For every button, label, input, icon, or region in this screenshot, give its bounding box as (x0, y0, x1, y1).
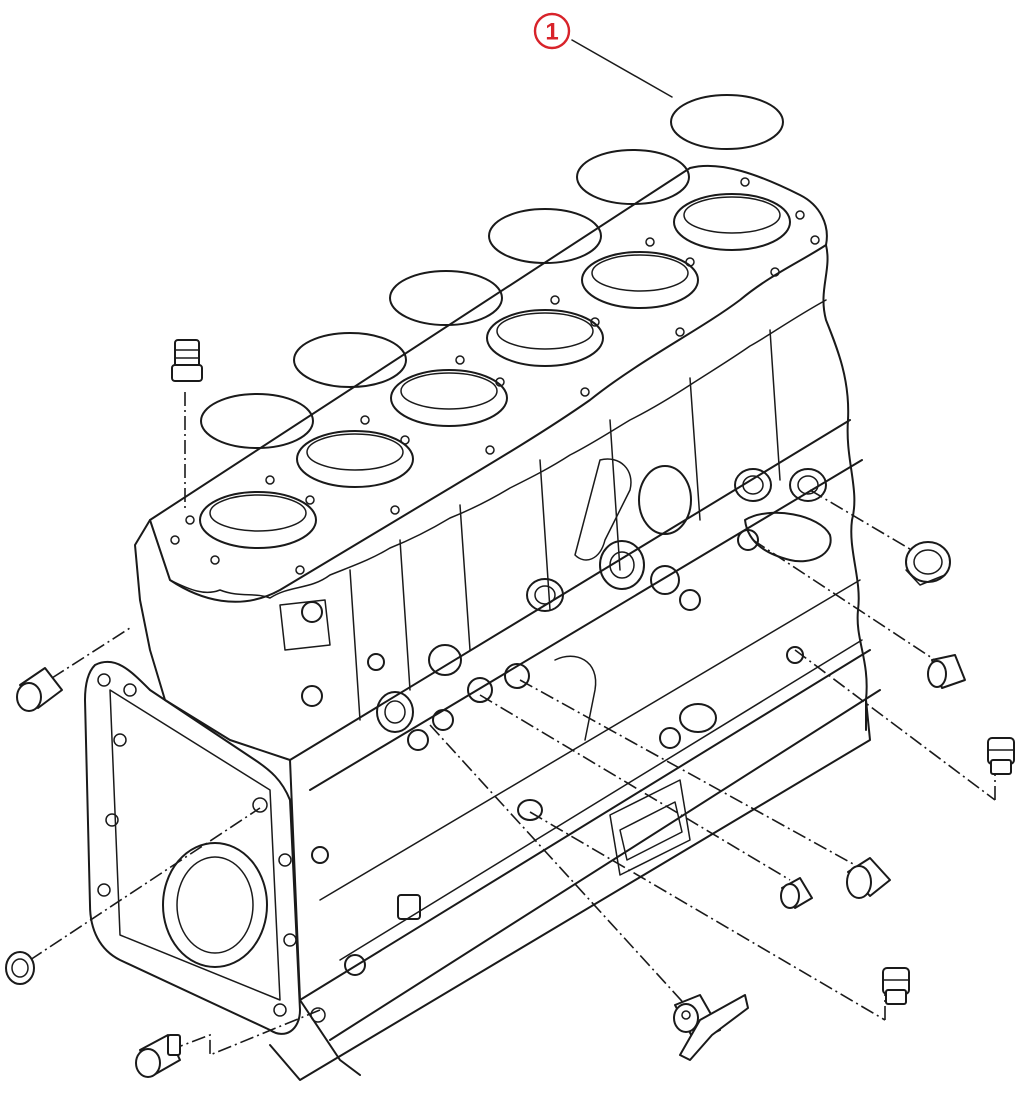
block-lower-rail (289, 419, 881, 1041)
cylinder-bores (199, 193, 791, 549)
block-side-ribs (349, 329, 781, 721)
front-plate (84, 660, 326, 1035)
front-plate-inner (109, 689, 281, 1001)
plug-right-middle (927, 654, 966, 689)
callout-1: 1 (533, 12, 571, 50)
side-ports (279, 458, 832, 976)
loose-parts (5, 339, 1015, 1078)
oil-pressure-sensor (987, 737, 1015, 775)
liner-ring-2 (293, 332, 407, 388)
block-front-face (134, 519, 361, 1076)
assembly-axis-lines (29, 392, 996, 1057)
callout-number: 1 (545, 19, 558, 46)
liner-ring-1 (200, 393, 314, 449)
seal-ring-right-upper (905, 541, 951, 586)
liner-ring-5 (576, 149, 690, 205)
block-skirt-lines (319, 579, 863, 961)
liner-ring-3 (389, 270, 503, 326)
block-bottom-pan-rail (269, 699, 871, 1081)
deck-front-edge (169, 299, 827, 599)
callout-leader-line (571, 39, 673, 98)
sensor-right-bottom (882, 967, 910, 1005)
seal-ring-left-lower (5, 951, 35, 985)
block-right-side (822, 244, 868, 731)
plug-left-bottom (135, 1034, 181, 1078)
block-top-deck (149, 164, 828, 603)
head-bolt-holes (170, 177, 820, 575)
plug-left-upper (16, 667, 63, 712)
liner-ring-6 (670, 94, 784, 150)
front-plate-outline (84, 660, 301, 1035)
drain-cock (673, 994, 749, 1061)
temperature-sensor-plug (171, 339, 203, 382)
front-plate-bore (162, 842, 268, 968)
plug-right-lower-large (846, 857, 891, 899)
callout-circle (533, 12, 571, 50)
cylinder-block (134, 164, 881, 1081)
plug-right-lower-small (780, 877, 813, 909)
